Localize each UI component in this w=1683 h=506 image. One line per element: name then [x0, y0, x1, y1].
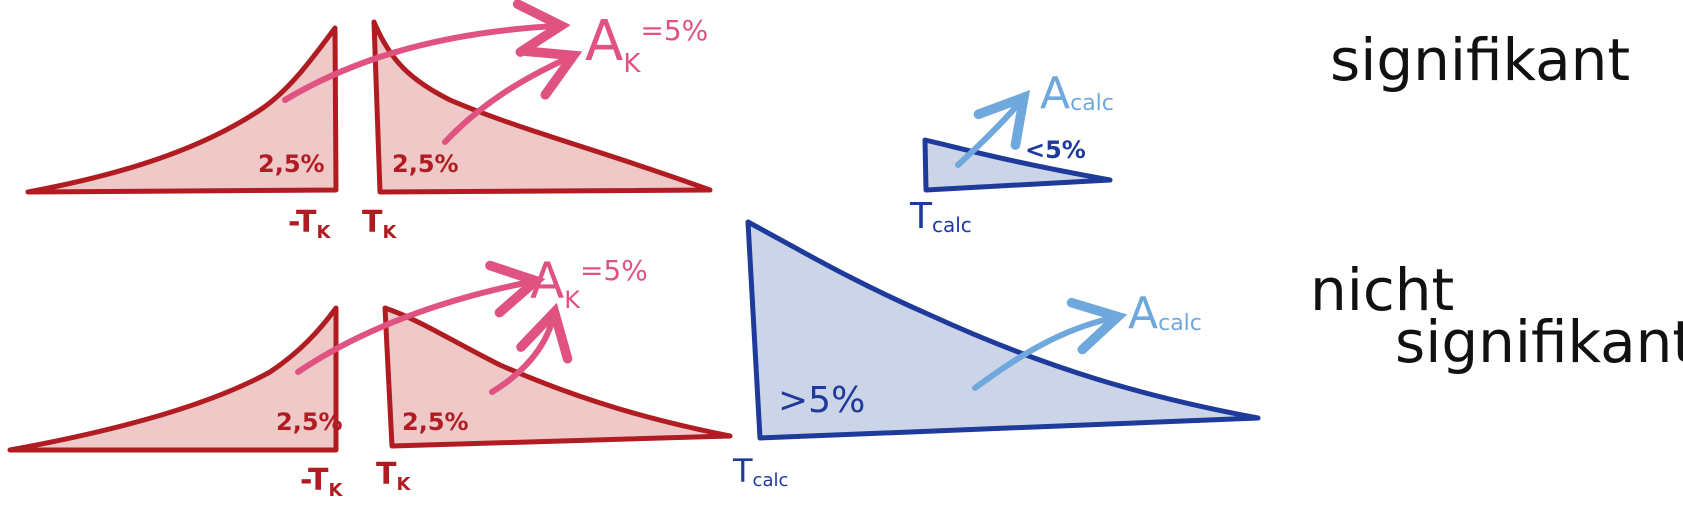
top-left-tail-percent: 2,5%: [258, 150, 325, 178]
top-tcalc-label: Tcalc: [909, 196, 972, 237]
bottom-ak-arrow-right: [489, 302, 573, 395]
bottom-left-tail-percent: 2,5%: [276, 408, 343, 436]
bottom-verdict-line1: nicht: [1310, 256, 1454, 324]
top-ak-label: AK=5%: [585, 9, 708, 79]
bottom-tk-label: TK: [376, 457, 411, 495]
top-right-tail-percent: 2,5%: [392, 150, 459, 178]
top-ak-arrow-right: [442, 46, 583, 145]
bottom-row: 2,5% 2,5% -TK TK AK=5% >5% Acalc Tcalc n…: [7, 219, 1683, 501]
bottom-right-tail-percent: 2,5%: [402, 408, 469, 436]
bottom-calc-percent: >5%: [778, 380, 865, 421]
bottom-ak-label: AK=5%: [530, 252, 648, 314]
bottom-acalc-arrow: [972, 297, 1128, 391]
bottom-tcalc-label: Tcalc: [732, 452, 788, 491]
top-neg-tk-label: -TK: [288, 205, 332, 243]
top-acalc-label: Acalc: [1040, 68, 1114, 119]
bottom-left-tail-area: [7, 305, 339, 453]
top-tk-label: TK: [362, 205, 397, 243]
bottom-acalc-label: Acalc: [1128, 288, 1202, 339]
top-verdict: signifikant: [1330, 26, 1630, 94]
top-left-tail-area: [25, 25, 339, 195]
top-row: 2,5% 2,5% -TK TK AK=5% <5% Acalc Tcalc s…: [25, 0, 1630, 243]
bottom-verdict-line2: signifikant: [1395, 308, 1683, 376]
bottom-ak-arrow-left: [295, 260, 546, 375]
top-calc-percent: <5%: [1025, 136, 1086, 164]
bottom-neg-tk-label: -TK: [300, 463, 344, 501]
bottom-right-tail-area: [382, 305, 733, 449]
bottom-calc-tail-area: [745, 219, 1261, 441]
top-acalc-arrow: [955, 89, 1031, 168]
top-right-tail-area: [371, 19, 713, 195]
top-ak-arrow-left: [282, 0, 571, 103]
